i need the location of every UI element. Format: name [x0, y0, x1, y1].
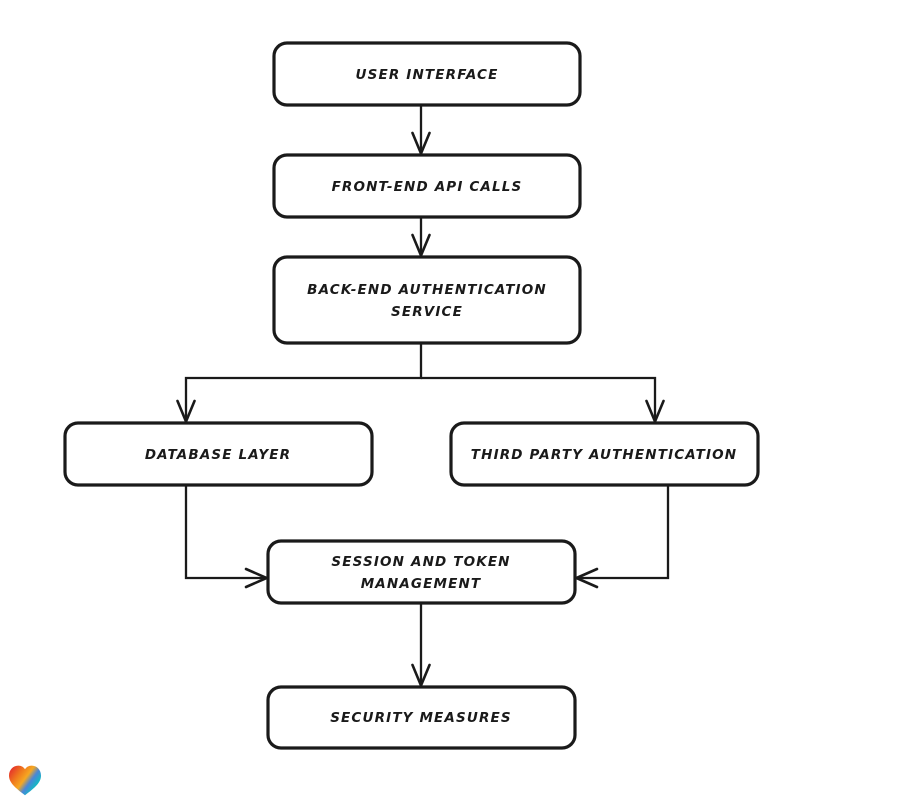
node-security-measures-box[interactable] — [266, 685, 577, 750]
edge-back-end-authentication-service-to-third-party-authentication — [421, 376, 665, 423]
node-third-party-authentication-box[interactable] — [449, 421, 760, 487]
gradient-heart-svg — [9, 765, 41, 796]
node-back-end-authentication-service-label-line1: Back-End Authentication — [307, 282, 547, 298]
node-back-end-authentication-service[interactable]: Back-End Authentication Service — [272, 255, 582, 345]
node-session-and-token-management[interactable]: Session and Token Management — [266, 539, 577, 605]
node-session-and-token-management-label-line1: Session and Token — [331, 554, 510, 570]
node-back-end-authentication-service-box[interactable] — [272, 255, 582, 345]
node-front-end-api-calls[interactable]: Front-End API Calls — [272, 153, 582, 219]
gradient-heart-icon — [8, 764, 42, 796]
edge-database-layer-to-session-and-token-management — [184, 485, 268, 589]
node-session-and-token-management-label-line2: Management — [361, 576, 482, 592]
edge-user-interface-to-front-end-api-calls — [411, 105, 431, 155]
node-security-measures-label: Security Measures — [330, 710, 512, 726]
node-front-end-api-calls-box[interactable] — [272, 153, 582, 219]
node-third-party-authentication-label: Third Party Authentication — [471, 447, 737, 463]
edge-back-end-authentication-service-to-database-layer — [176, 343, 423, 423]
edge-third-party-authentication-to-session-and-token-management — [575, 485, 670, 589]
node-security-measures[interactable]: Security Measures — [266, 685, 577, 750]
node-database-layer-box[interactable] — [63, 421, 374, 487]
node-session-and-token-management-box[interactable] — [266, 539, 577, 605]
node-database-layer[interactable]: Database Layer — [63, 421, 374, 487]
node-database-layer-label: Database Layer — [145, 447, 291, 463]
node-user-interface-label: User Interface — [356, 67, 499, 83]
node-user-interface[interactable]: User Interface — [272, 41, 582, 107]
edge-session-and-token-management-to-security-measures — [411, 603, 431, 687]
node-front-end-api-calls-label: Front-End API Calls — [332, 179, 523, 195]
edge-front-end-api-calls-to-back-end-authentication-service — [411, 217, 431, 257]
node-third-party-authentication[interactable]: Third Party Authentication — [449, 421, 760, 487]
node-back-end-authentication-service-label-line2: Service — [391, 304, 463, 320]
node-user-interface-box[interactable] — [272, 41, 582, 107]
